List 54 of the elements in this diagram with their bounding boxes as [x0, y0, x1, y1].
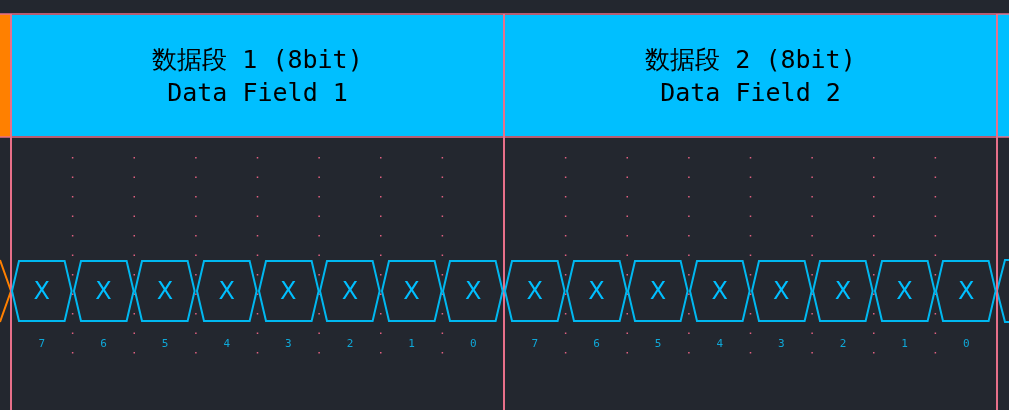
bit-number: 3	[284, 337, 293, 350]
bit-hexagon	[873, 260, 936, 322]
bit-value: X	[155, 276, 175, 307]
bit-hexagon	[627, 260, 689, 322]
bit-hexagon	[442, 260, 504, 322]
bit-hexagon	[750, 260, 813, 322]
bit-number: 7	[37, 337, 47, 350]
bit-number: 4	[222, 337, 231, 350]
bit-number: 7	[530, 337, 540, 350]
bit-hexagon	[688, 260, 751, 322]
bit-number: 0	[961, 337, 971, 350]
bit-value: X	[710, 276, 729, 307]
bit-number: 6	[592, 337, 601, 350]
bit-value: X	[895, 276, 914, 307]
bit-number: 5	[160, 337, 170, 350]
bit-hexagon	[565, 260, 628, 322]
bit-number: 4	[715, 337, 724, 350]
bit-number: 1	[407, 337, 416, 350]
field-title: 数据段 2 (8bit)	[645, 43, 856, 76]
bit-number: 3	[777, 337, 786, 350]
bit-hexagon	[72, 260, 135, 322]
bit-value: X	[463, 276, 483, 307]
bit-number: 2	[838, 337, 848, 350]
bit-hexagon	[319, 260, 381, 322]
field-subtitle: Data Field 2	[660, 76, 841, 109]
bit-value: X	[279, 276, 298, 307]
bit-value: X	[587, 276, 606, 307]
bit-hexagon	[257, 260, 320, 322]
bit-hexagon	[504, 260, 566, 322]
field-subtitle: Data Field 1	[167, 76, 348, 109]
bit-number: 1	[900, 337, 909, 350]
bit-number: 5	[653, 337, 663, 350]
bit-value: X	[833, 276, 853, 307]
bit-value: X	[402, 276, 421, 307]
bit-number: 6	[99, 337, 108, 350]
bit-value: X	[32, 276, 52, 307]
bit-hexagon	[11, 260, 73, 322]
field-title: 数据段 1 (8bit)	[152, 43, 363, 76]
bit-value: X	[956, 276, 976, 307]
field-band	[505, 15, 996, 136]
bit-hexagon	[134, 260, 196, 322]
bit-value: X	[772, 276, 791, 307]
bit-value: X	[525, 276, 545, 307]
bit-value: X	[648, 276, 668, 307]
bit-hexagon	[812, 260, 874, 322]
bit-value: X	[340, 276, 360, 307]
bit-hexagon	[380, 260, 443, 322]
bit-value: X	[94, 276, 113, 307]
bit-hexagon	[195, 260, 258, 322]
bit-hexagon	[935, 260, 997, 322]
bit-number: 0	[468, 337, 478, 350]
field-band	[12, 15, 503, 136]
bit-number: 2	[345, 337, 355, 350]
bit-value: X	[217, 276, 236, 307]
